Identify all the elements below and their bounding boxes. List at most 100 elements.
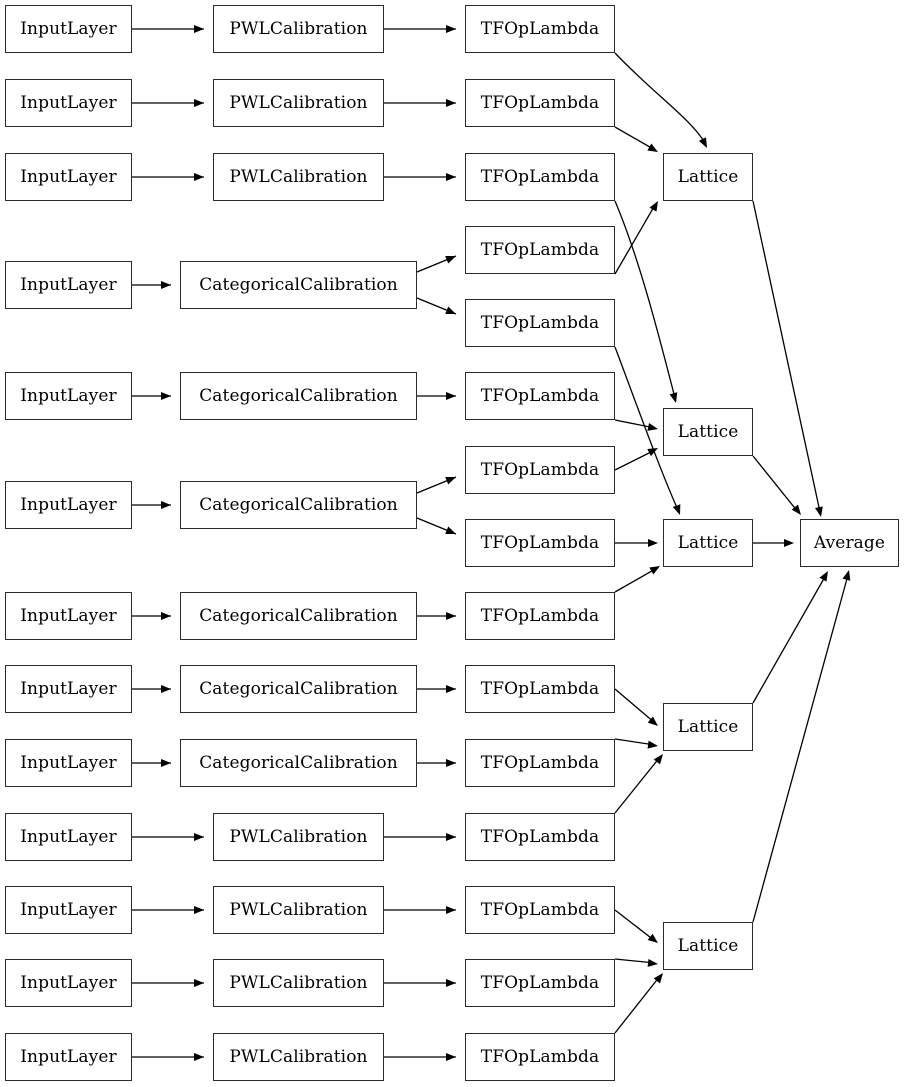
- arrowhead-cal13-to-op15: [446, 1053, 456, 1061]
- node-op7[interactable]: TFOpLambda: [465, 446, 615, 494]
- node-in11[interactable]: InputLayer: [5, 886, 132, 934]
- arrowhead-in9-to-cal9: [161, 759, 171, 767]
- node-label: TFOpLambda: [480, 532, 600, 553]
- edge-op12-to-lat4: [614, 756, 661, 814]
- node-in9[interactable]: InputLayer: [5, 739, 132, 787]
- node-cal9[interactable]: CategoricalCalibration: [180, 739, 417, 787]
- arrowhead-cal8-to-op10: [446, 685, 456, 693]
- node-label: InputLayer: [20, 1046, 117, 1067]
- node-label: PWLCalibration: [229, 899, 368, 920]
- node-label: InputLayer: [20, 166, 117, 187]
- node-in10[interactable]: InputLayer: [5, 813, 132, 861]
- node-cal7[interactable]: CategoricalCalibration: [180, 592, 417, 640]
- arrowhead-op7-to-lat2: [647, 448, 658, 457]
- node-op1[interactable]: TFOpLambda: [465, 5, 615, 53]
- arrowhead-cal4-to-op4: [445, 256, 456, 264]
- edge-op11-to-lat4: [614, 738, 656, 746]
- node-avg[interactable]: Average: [800, 519, 899, 567]
- arrowhead-cal2-to-op2: [446, 99, 456, 107]
- node-op14[interactable]: TFOpLambda: [465, 959, 615, 1007]
- arrowhead-lat2-to-avg: [791, 504, 801, 515]
- node-label: Average: [813, 532, 886, 553]
- node-label: PWLCalibration: [229, 1046, 368, 1067]
- edge-lat4-to-avg: [752, 574, 827, 704]
- arrowhead-cal7-to-op9: [446, 612, 456, 620]
- edge-op7-to-lat2: [614, 449, 656, 471]
- node-label: TFOpLambda: [480, 18, 600, 39]
- node-label: TFOpLambda: [480, 385, 600, 406]
- node-cal3[interactable]: PWLCalibration: [213, 153, 384, 201]
- arrowhead-in3-to-cal3: [194, 173, 204, 181]
- node-label: TFOpLambda: [480, 605, 600, 626]
- node-op9[interactable]: TFOpLambda: [465, 592, 615, 640]
- node-label: TFOpLambda: [480, 239, 600, 260]
- node-cal1[interactable]: PWLCalibration: [213, 5, 384, 53]
- arrowhead-cal11-to-op13: [446, 906, 456, 914]
- arrowhead-op1-to-lat1: [698, 137, 707, 148]
- node-lat3[interactable]: Lattice: [663, 519, 753, 567]
- node-op8[interactable]: TFOpLambda: [465, 519, 615, 567]
- node-op4[interactable]: TFOpLambda: [465, 226, 615, 274]
- edge-op3-to-lat2: [614, 200, 676, 399]
- node-op3[interactable]: TFOpLambda: [465, 153, 615, 201]
- node-op10[interactable]: TFOpLambda: [465, 665, 615, 713]
- node-in5[interactable]: InputLayer: [5, 372, 132, 420]
- node-label: CategoricalCalibration: [199, 678, 398, 699]
- node-label: TFOpLambda: [480, 312, 600, 333]
- arrowhead-cal4-to-op5: [445, 306, 456, 314]
- node-label: InputLayer: [20, 678, 117, 699]
- node-op11[interactable]: TFOpLambda: [465, 739, 615, 787]
- node-cal13[interactable]: PWLCalibration: [213, 1033, 384, 1081]
- node-op12[interactable]: TFOpLambda: [465, 813, 615, 861]
- node-lat2[interactable]: Lattice: [663, 408, 753, 456]
- node-op13[interactable]: TFOpLambda: [465, 886, 615, 934]
- arrowhead-lat1-to-avg: [815, 506, 823, 517]
- node-op5[interactable]: TFOpLambda: [465, 299, 615, 347]
- node-lat1[interactable]: Lattice: [663, 153, 753, 201]
- node-in6[interactable]: InputLayer: [5, 481, 132, 529]
- node-in3[interactable]: InputLayer: [5, 153, 132, 201]
- node-op2[interactable]: TFOpLambda: [465, 79, 615, 127]
- node-cal8[interactable]: CategoricalCalibration: [180, 665, 417, 713]
- edge-op10-to-lat4: [614, 688, 656, 724]
- node-cal2[interactable]: PWLCalibration: [213, 79, 384, 127]
- node-op15[interactable]: TFOpLambda: [465, 1033, 615, 1081]
- edge-op13-to-lat5: [614, 909, 656, 942]
- node-in4[interactable]: InputLayer: [5, 261, 132, 309]
- node-label: TFOpLambda: [480, 459, 600, 480]
- edge-cal6-to-op8: [416, 517, 457, 535]
- arrowhead-op12-to-lat4: [653, 754, 663, 765]
- node-label: InputLayer: [20, 826, 117, 847]
- node-cal12[interactable]: PWLCalibration: [213, 959, 384, 1007]
- node-in1[interactable]: InputLayer: [5, 5, 132, 53]
- node-lat4[interactable]: Lattice: [663, 703, 753, 751]
- node-label: TFOpLambda: [480, 752, 600, 773]
- node-cal6[interactable]: CategoricalCalibration: [180, 481, 417, 529]
- arrowhead-cal5-to-op6: [446, 392, 456, 400]
- node-label: InputLayer: [20, 899, 117, 920]
- node-in2[interactable]: InputLayer: [5, 79, 132, 127]
- node-label: CategoricalCalibration: [199, 494, 398, 515]
- node-cal11[interactable]: PWLCalibration: [213, 886, 384, 934]
- node-label: Lattice: [677, 166, 739, 187]
- arrowhead-op8-to-lat3: [648, 539, 658, 547]
- arrowhead-lat3-to-avg: [784, 539, 794, 547]
- node-in13[interactable]: InputLayer: [5, 1033, 132, 1081]
- node-in8[interactable]: InputLayer: [5, 665, 132, 713]
- node-lat5[interactable]: Lattice: [663, 922, 753, 970]
- node-cal4[interactable]: CategoricalCalibration: [180, 261, 417, 309]
- node-cal5[interactable]: CategoricalCalibration: [180, 372, 417, 420]
- edge-op14-to-lat5: [614, 958, 656, 964]
- node-label: PWLCalibration: [229, 166, 368, 187]
- node-in12[interactable]: InputLayer: [5, 959, 132, 1007]
- node-in7[interactable]: InputLayer: [5, 592, 132, 640]
- node-label: InputLayer: [20, 18, 117, 39]
- arrowhead-lat4-to-avg: [819, 571, 828, 582]
- node-label: PWLCalibration: [229, 18, 368, 39]
- node-cal10[interactable]: PWLCalibration: [213, 813, 384, 861]
- node-op6[interactable]: TFOpLambda: [465, 372, 615, 420]
- arrowhead-cal1-to-op1: [446, 25, 456, 33]
- arrowhead-cal9-to-op11: [446, 759, 456, 767]
- node-label: TFOpLambda: [480, 92, 600, 113]
